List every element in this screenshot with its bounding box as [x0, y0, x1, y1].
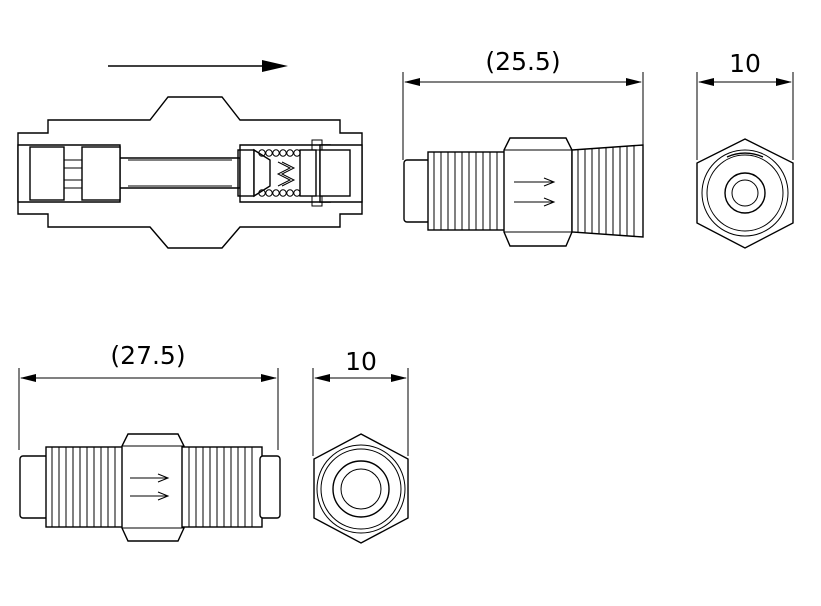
- top-right-taper-thread: [571, 144, 644, 238]
- top-hex-outline: [696, 138, 794, 249]
- bottom-end-view: 10: [312, 347, 409, 544]
- bottom-right-spigot: [259, 455, 281, 519]
- bottom-right-thread: [181, 446, 263, 528]
- inlet-insert: [29, 146, 65, 201]
- bottom-hex-body: [121, 433, 185, 542]
- top-end-view: 10: [696, 49, 794, 249]
- top-length-label: (25.5): [485, 47, 560, 76]
- bottom-hex-label: 10: [345, 347, 377, 376]
- bottom-side-view: (27.5): [18, 341, 281, 542]
- top-side-view: (25.5): [402, 47, 644, 247]
- bottom-hex-dimension: 10: [312, 347, 409, 456]
- top-hex-label: 10: [729, 49, 761, 78]
- cross-section-view: [17, 96, 363, 249]
- top-spigot: [403, 159, 431, 223]
- spring-retainer: [299, 149, 317, 197]
- outlet-insert: [319, 149, 351, 197]
- flow-arrows: [514, 177, 556, 207]
- top-length-dimension: (25.5): [402, 47, 644, 160]
- top-hex-body: [503, 137, 573, 247]
- section-body-outline: [17, 96, 363, 249]
- spring: [258, 149, 301, 197]
- bottom-hex-outline: [313, 433, 409, 544]
- bottom-left-thread: [45, 446, 127, 528]
- inlet-seat: [81, 146, 121, 201]
- bottom-length-label: (27.5): [110, 341, 185, 370]
- flow-direction-arrow: [108, 60, 288, 72]
- center-passage: [119, 157, 241, 189]
- top-right-thread-lines: [577, 146, 635, 236]
- bottom-left-spigot: [19, 455, 49, 519]
- bottom-length-dimension: (27.5): [18, 341, 279, 450]
- top-hex-dimension: 10: [696, 49, 794, 160]
